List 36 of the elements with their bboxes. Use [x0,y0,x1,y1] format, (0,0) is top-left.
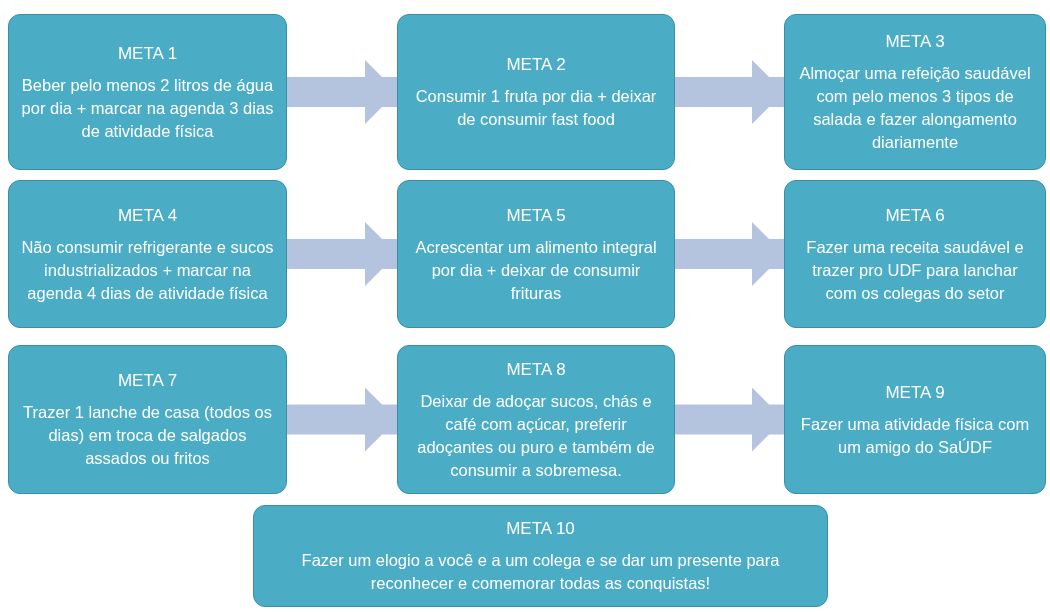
block-arrow [287,387,397,452]
goal-text: Não consumir refrigerante e sucos industrializados + marcar na agenda 4 dias de atividade física [21,236,274,304]
goal-title: META 5 [506,204,566,227]
goal-text: Beber pelo menos 2 litros de água por dia + marcar na agenda 3 dias de atividade física [21,74,274,142]
goal-text: Deixar de adoçar sucos, chás e café com açúcar, preferir adoçantes ou puro e também de consumir a sobremesa. [416,390,656,481]
goal-box [784,180,1046,328]
block-arrow [675,222,784,286]
goal-box [397,180,675,328]
block-arrow [675,387,784,452]
block-arrow [287,60,397,124]
goal-title: META 2 [506,54,566,76]
goal-text: Acrescentar um alimento integral por dia + deixar de consumir frituras [414,236,658,304]
goal-title: META 6 [885,204,945,227]
goal-title: META 10 [506,518,575,540]
block-arrow [675,60,784,124]
goal-title: META 3 [885,31,945,53]
goal-box [8,14,287,170]
block-arrow [287,222,397,286]
goal-text: Trazer 1 lanche de casa (todos os dias) em troca de salgados assados ou fritos [22,402,273,469]
goal-text: Fazer uma receita saudável e trazer pro UDF para lanchar com os colegas do setor [805,236,1025,304]
goal-box [8,345,287,494]
goal-text: Fazer uma atividade física com um amigo do SaÚDF [799,413,1031,458]
goal-title: META 4 [117,204,178,227]
goal-box [8,180,287,328]
goal-text: Almoçar uma refeição saudável com pelo menos 3 tipos de salada e fazer alongamento diariamente [798,63,1032,153]
goal-title: META 7 [117,370,178,392]
goal-text: Fazer um elogio a você e a um colega e se dar um presente para reconhecer e comemorar todas as conquistas! [300,550,781,594]
goal-title: META 9 [885,381,945,404]
goal-box [397,14,675,170]
goal-title: META 1 [117,42,178,65]
goal-text: Consumir 1 fruta por dia + deixar de consumir fast food [414,86,658,130]
goal-title: META 8 [506,358,566,381]
goal-box [397,345,675,494]
goal-box [784,14,1046,170]
goal-box [784,345,1046,494]
goal-box [253,505,828,607]
